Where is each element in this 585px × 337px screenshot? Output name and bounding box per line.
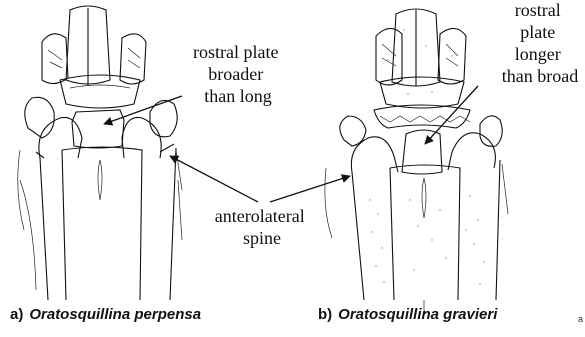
rostral-b-line-4: than broad bbox=[502, 66, 578, 86]
caption-a-species: Oratosquillina perpensa bbox=[29, 306, 201, 323]
specimen-b-drawing bbox=[325, 9, 508, 314]
caption-a-letter: a) bbox=[10, 306, 23, 323]
rostral-b-line-2: plate bbox=[520, 22, 555, 42]
rostral-b-line-3: longer bbox=[515, 44, 561, 64]
rostral-b-label: rostral plate longer than broad bbox=[502, 0, 578, 86]
caption-a: a) Oratosquillina perpensa bbox=[10, 306, 201, 323]
rostral-a-line-1: rostral plate bbox=[193, 42, 278, 62]
caption-b: b) Oratosquillina gravieri bbox=[318, 306, 497, 323]
rostral-b-arrow bbox=[425, 86, 478, 144]
spine-line-1: anterolateral bbox=[215, 206, 305, 226]
spine-b-arrow bbox=[270, 176, 350, 202]
stray-mark: a bbox=[578, 314, 583, 324]
rostral-a-line-2: broader bbox=[208, 64, 263, 84]
spine-line-2: spine bbox=[243, 228, 281, 248]
spine-label: anterolateral spine bbox=[215, 206, 309, 248]
caption-b-letter: b) bbox=[318, 306, 332, 323]
spine-a-arrow bbox=[170, 156, 258, 202]
caption-b-species: Oratosquillina gravieri bbox=[338, 306, 497, 323]
rostral-b-line-1: rostral bbox=[515, 0, 561, 20]
specimen-a-drawing bbox=[18, 6, 182, 300]
rostral-a-label: rostral plate broader than long bbox=[193, 42, 283, 106]
rostral-a-line-3: than long bbox=[204, 86, 272, 106]
